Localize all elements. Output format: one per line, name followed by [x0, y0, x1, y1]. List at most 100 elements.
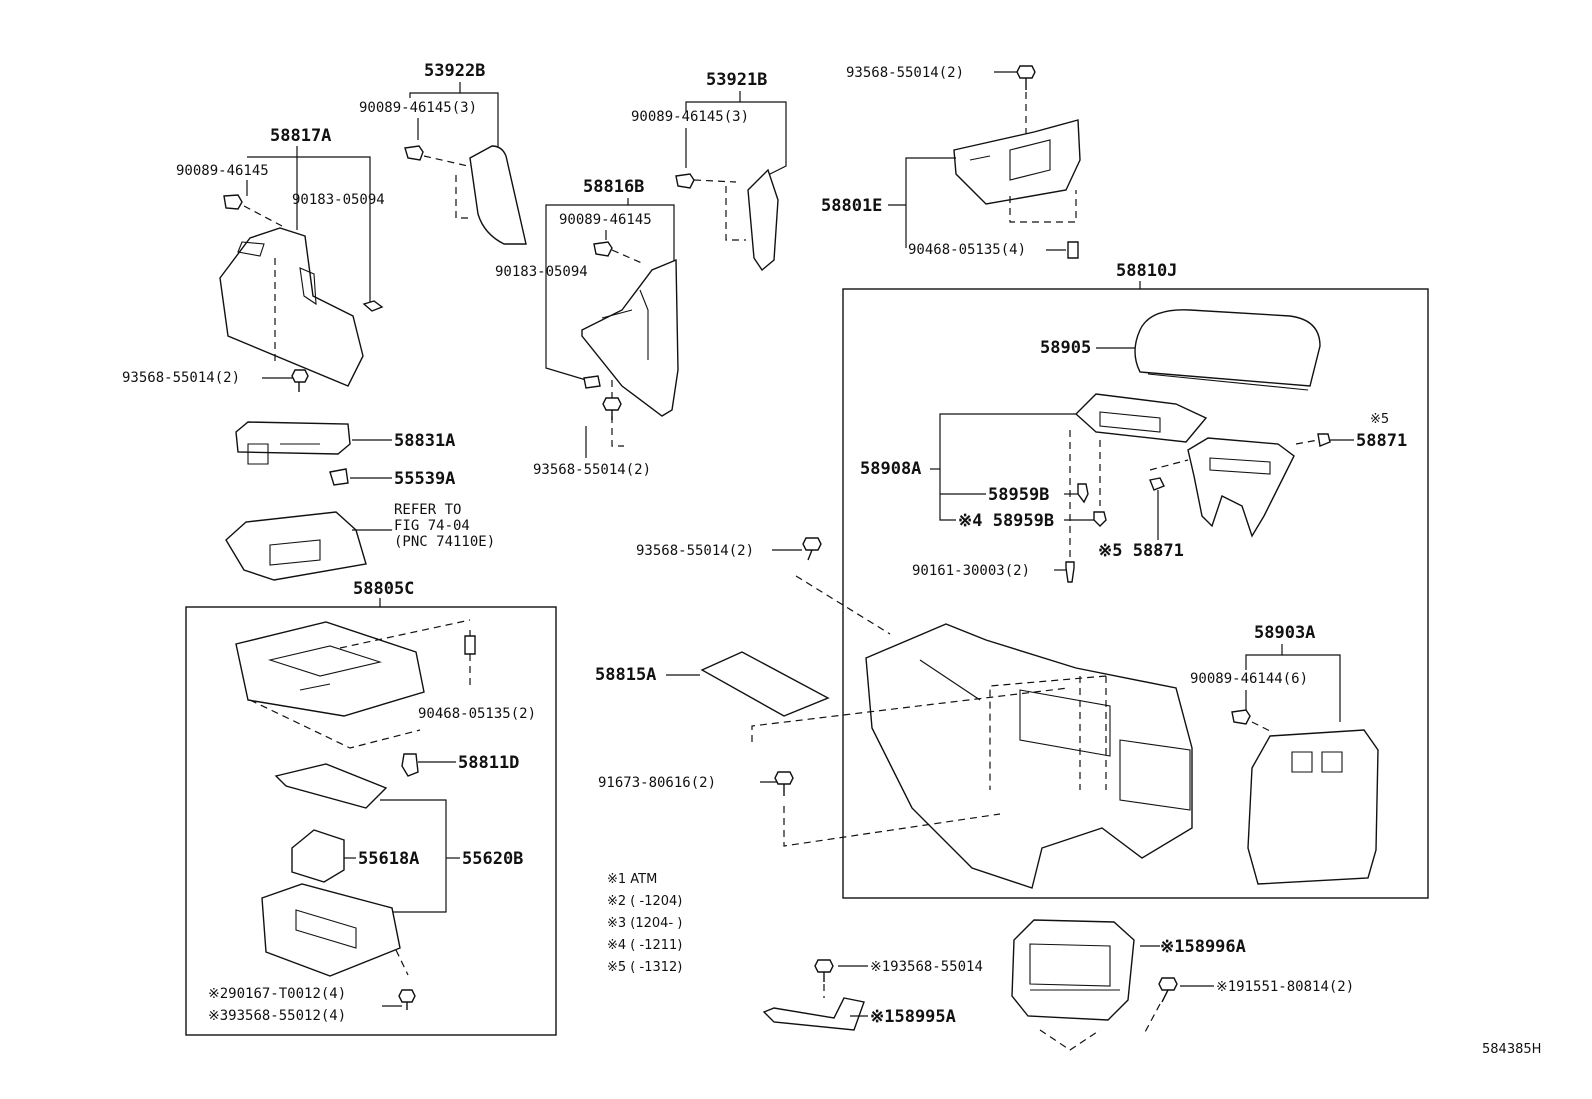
refer-line-2: FIG 74-04	[394, 518, 470, 534]
pin-58871-a-icon	[1317, 433, 1331, 447]
label-58996A: ※158996A	[1160, 937, 1246, 957]
group-58816B: 58816B 90089-46145 90183-05094 93568-550…	[495, 177, 679, 478]
note-1: ※1 ATM	[607, 872, 657, 887]
label-90167-T0012: ※290167-T0012(4)	[208, 986, 346, 1002]
label-90089-46145-3: 90089-46145(3)	[359, 100, 477, 116]
group-box-58805C	[185, 606, 557, 1036]
panel-53922B-icon	[469, 145, 527, 245]
label-90089-46145-3-b: 90089-46145(3)	[631, 109, 749, 125]
screw-93568-55014-b-icon	[602, 397, 622, 420]
clip-90468-05135-b-icon	[1067, 241, 1079, 259]
group-center-fasteners: 93568-55014(2) 58815A 91673-80616(2)	[595, 537, 1069, 847]
group-box-58810J	[842, 288, 1429, 899]
label-55620B: 55620B	[462, 849, 523, 869]
label-93568-55012: ※393568-55012(4)	[208, 1008, 346, 1024]
label-58805C: 58805C	[353, 579, 414, 599]
box-55620B-icon	[261, 883, 401, 977]
mat-58815A-icon	[700, 651, 830, 717]
panel-58903A-icon	[1247, 729, 1379, 885]
clip-90089-46145-a-icon	[223, 194, 243, 210]
drawing-number: 584385H	[1482, 1042, 1541, 1057]
screw-93568-55014-c-icon	[1016, 65, 1036, 90]
nut-90183-05094-b-icon	[583, 375, 601, 389]
label-93568-55014-2-a: 93568-55014(2)	[122, 370, 240, 386]
label-58817A: 58817A	[270, 126, 331, 146]
label-58831A: 58831A	[394, 431, 455, 451]
screw-90161-30003-icon	[1065, 561, 1075, 583]
label-53922B: 53922B	[424, 61, 485, 81]
group-53921B: 53921B 90089-46145(3)	[631, 70, 787, 272]
label-55539A: 55539A	[394, 469, 455, 489]
label-90089-46145: 90089-46145	[176, 163, 269, 179]
clip-90089-46145-icon	[404, 145, 424, 161]
label-58801E: 58801E	[821, 196, 882, 216]
label-90183-05094-b: 90183-05094	[495, 264, 588, 280]
armrest-58905-icon	[1134, 309, 1321, 387]
pin-58871-b-icon	[1149, 477, 1165, 491]
bracket-58801E-icon	[953, 119, 1081, 205]
note-2: ※2 ( -1204)	[607, 894, 682, 909]
panel-58805C-icon	[235, 621, 425, 717]
label-58871-note: ※5	[1370, 412, 1389, 427]
clip-90089-46144-icon	[1231, 709, 1251, 725]
lid-55620B-icon	[274, 763, 388, 809]
group-58810J: 58810J 58905 58908A 58959B ※4 58959B 901…	[860, 261, 1407, 889]
label-58959B-b: ※4 58959B	[958, 511, 1054, 531]
note-3: ※3 (1204- )	[607, 916, 682, 931]
group-58805C: 58805C 90468-05135(2) 58811D 55620B 5561…	[208, 579, 536, 1024]
screw-93568-55014-a-icon	[291, 369, 309, 392]
group-58801E: 93568-55014(2) 58801E 90468-05135(4)	[821, 65, 1081, 259]
label-91551-80814-2: ※191551-80814(2)	[1216, 979, 1354, 995]
label-90183-05094: 90183-05094	[292, 192, 385, 208]
label-90089-46145-b: 90089-46145	[559, 212, 652, 228]
label-93568-55014-2-c: 93568-55014(2)	[846, 65, 964, 81]
label-58810J: 58810J	[1116, 261, 1177, 281]
label-58908A: 58908A	[860, 459, 921, 479]
group-58817A: 58817A 90089-46145 90183-05094 93568-550…	[122, 126, 385, 392]
pin-58959B-a-icon	[1077, 483, 1089, 504]
pin-58959B-b-icon	[1093, 511, 1107, 527]
tray-58871-icon	[1187, 437, 1295, 538]
label-90161-30003-2: 90161-30003(2)	[912, 563, 1030, 579]
note-5: ※5 ( -1312)	[607, 960, 682, 975]
label-90089-46144-6: 90089-46144(6)	[1190, 671, 1308, 687]
label-93568-55014-2-b: 93568-55014(2)	[533, 462, 651, 478]
clip-55539A-icon	[329, 468, 349, 486]
refer-line-3: (PNC 74110E)	[394, 534, 495, 550]
label-58995A: ※158995A	[870, 1007, 956, 1027]
label-90468-05135-4: 90468-05135(4)	[908, 242, 1026, 258]
group-58831A: 58831A 55539A	[235, 421, 455, 489]
label-55618A: 55618A	[358, 849, 419, 869]
panel-53921B-icon	[747, 168, 779, 272]
label-58871-b: ※5 58871	[1098, 541, 1184, 561]
label-58959B-a: 58959B	[988, 485, 1049, 505]
screw-93568-55014-x1-icon	[814, 959, 834, 982]
bracket-58995A-icon	[762, 997, 865, 1031]
clip-90089-46145-b-icon	[675, 173, 695, 189]
label-93568-55014-x1: ※193568-55014	[870, 959, 983, 975]
label-93568-55014-2-d: 93568-55014(2)	[636, 543, 754, 559]
label-58816B: 58816B	[583, 177, 644, 197]
label-91673-80616-2: 91673-80616(2)	[598, 775, 716, 791]
label-58905: 58905	[1040, 338, 1091, 358]
console-58810J-icon	[865, 623, 1193, 889]
label-58815A: 58815A	[595, 665, 656, 685]
panel-58816B-icon	[581, 258, 679, 417]
label-58871-a: 58871	[1356, 431, 1407, 451]
screw-93568-55014-d-icon	[802, 537, 822, 561]
bolt-91673-80616-icon	[774, 771, 794, 796]
bolt-91551-80814-icon	[1158, 977, 1178, 1003]
holder-58996A-icon	[1011, 919, 1135, 1021]
holder-58831A-icon	[235, 421, 351, 455]
screw-93568-55012-icon	[398, 989, 416, 1010]
group-refer-74110E: REFER TO FIG 74-04 (PNC 74110E)	[225, 502, 495, 581]
nut-90183-05094-icon	[362, 300, 384, 312]
label-53921B: 53921B	[706, 70, 767, 90]
refer-line-1: REFER TO	[394, 502, 461, 518]
label-58811D: 58811D	[458, 753, 519, 773]
hinge-58908A-icon	[1074, 393, 1208, 443]
label-90468-05135-2: 90468-05135(2)	[418, 706, 536, 722]
bracket-74110E-icon	[225, 511, 367, 581]
clip-90468-05135-a-icon	[464, 635, 476, 655]
